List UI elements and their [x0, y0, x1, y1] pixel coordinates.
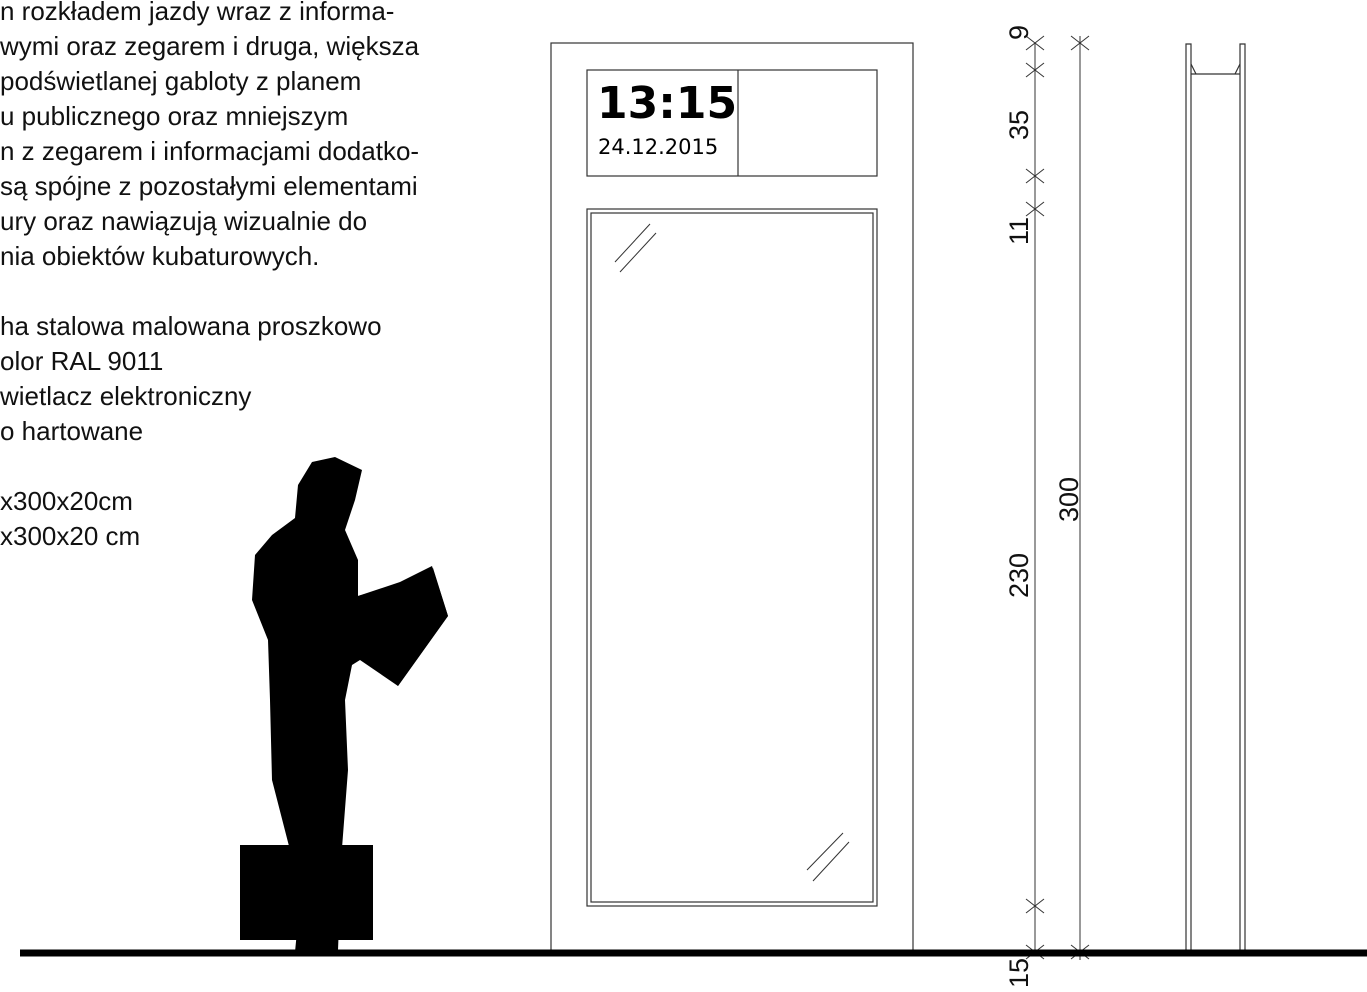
description-line: n z zegarem i informacjami dodatko- [0, 136, 420, 166]
material-line: ha stalowa malowana proszkowo [0, 311, 382, 341]
display-date: 24.12.2015 [598, 135, 718, 159]
briefcase [240, 845, 373, 940]
showcase-inner [590, 212, 874, 903]
material-line: olor RAL 9011 [0, 346, 164, 376]
dimension-label-case: 230 [1004, 553, 1034, 598]
dimension-label-top: 9 [1004, 25, 1034, 40]
dimension-line: x300x20 cm [0, 521, 141, 551]
dimension-label-bottom: 15 [1004, 958, 1034, 988]
description-line: nia obiektów kubaturowych. [0, 241, 320, 271]
material-line: o hartowane [0, 416, 144, 446]
stand-outline [550, 42, 914, 956]
description-line: n rozkładem jazdy wraz z informa- [0, 0, 395, 26]
description-line: wymi oraz zegarem i druga, większa [0, 31, 420, 61]
stand-side-view [1185, 43, 1246, 955]
dimension-label-total: 300 [1054, 477, 1084, 522]
glass-reflection-icon [614, 223, 850, 882]
description-line: są spójne z pozostałymi elementami [0, 171, 418, 201]
material-line: wietlacz elektroniczny [0, 381, 252, 411]
showcase-outer [586, 208, 878, 907]
display-time: 13:15 [597, 78, 737, 129]
person-silhouette [240, 457, 448, 952]
description-line: ury oraz nawiązują wizualnie do [0, 206, 368, 236]
dimension-chain-left [1025, 35, 1045, 960]
stand-front-view [550, 42, 914, 956]
newspaper [358, 566, 448, 686]
description-line: podświetlanej gabloty z planem [0, 66, 362, 96]
dimension-line: x300x20cm [0, 486, 133, 516]
dimension-label-gap: 11 [1004, 217, 1034, 245]
dimension-label-display: 35 [1004, 110, 1034, 140]
display-panel [586, 69, 878, 177]
description-line: u publicznego oraz mniejszym [0, 101, 349, 131]
